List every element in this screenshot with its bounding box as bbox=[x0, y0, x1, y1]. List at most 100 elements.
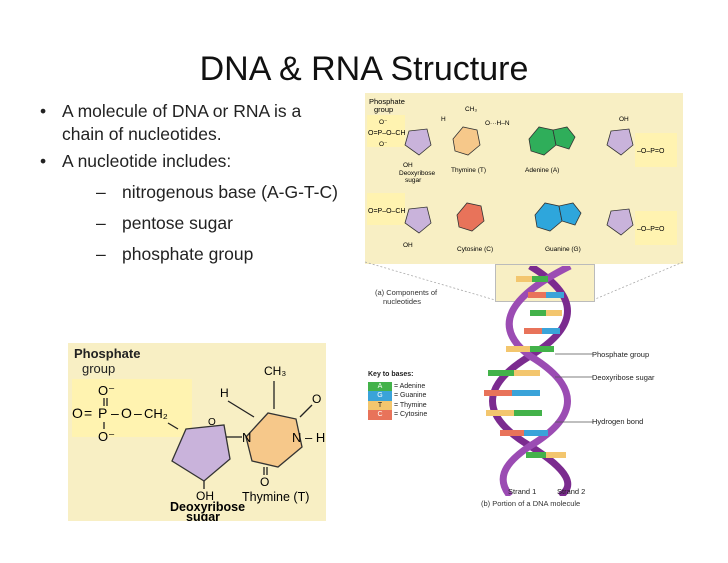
helix-caption: (b) Portion of a DNA molecule bbox=[481, 499, 581, 508]
phosphate-label-2: group bbox=[374, 105, 393, 114]
oh-label: OH bbox=[403, 162, 413, 169]
phosphate-p: P bbox=[98, 405, 107, 421]
key-label: = Adenine bbox=[393, 382, 426, 390]
base-pair bbox=[484, 390, 540, 396]
sugar-label-2: sugar bbox=[405, 177, 422, 184]
key-label: = Guanine bbox=[393, 392, 427, 399]
key-item: T = Thymine bbox=[368, 400, 427, 410]
guanine-label: Guanine (G) bbox=[545, 246, 581, 253]
key-label: = Cytosine bbox=[393, 411, 428, 418]
thymine-label: Thymine (T) bbox=[451, 167, 486, 174]
phosphate-highlight bbox=[72, 379, 192, 437]
phosphate-dash2: – bbox=[134, 405, 142, 421]
o-text: O···H–N bbox=[485, 120, 510, 127]
thymine-label: Thymine (T) bbox=[242, 490, 309, 504]
cytosine-label: Cytosine (C) bbox=[457, 246, 493, 253]
o-p-o-text: O=P–O–CH bbox=[368, 130, 406, 137]
h: H bbox=[441, 116, 446, 123]
guanine-ring-2 bbox=[558, 202, 582, 226]
label-strand-1: Strand 1 bbox=[508, 487, 537, 496]
base-pair bbox=[500, 430, 548, 436]
sugar-label-2: sugar bbox=[186, 510, 220, 521]
key-title: Key to bases: bbox=[368, 371, 414, 378]
phosphate-highlight-2 bbox=[635, 133, 677, 167]
bullet-item: A molecule of DNA or RNA is a chain of n… bbox=[38, 100, 358, 146]
thymine-n1: N bbox=[242, 430, 251, 445]
phosphate-o-left: O bbox=[72, 405, 83, 421]
sugar-ring bbox=[404, 128, 432, 156]
base-pair bbox=[486, 410, 542, 416]
phosphate-label: Phosphate bbox=[369, 97, 405, 106]
thymine-ring bbox=[452, 126, 481, 156]
key-item: G = Guanine bbox=[368, 391, 427, 401]
pentose-sugar-ring bbox=[171, 424, 231, 482]
phosphate-highlight bbox=[367, 115, 405, 147]
phosphate-dash: – bbox=[111, 405, 119, 421]
key-swatch: A bbox=[368, 381, 392, 391]
bullet-list: A molecule of DNA or RNA is a chain of n… bbox=[38, 100, 358, 270]
bullet-item: A nucleotide includes: nitrogenous base … bbox=[38, 150, 358, 266]
key-label: = Thymine bbox=[393, 401, 427, 409]
key-item: C = Cytosine bbox=[368, 410, 427, 420]
phosphate-group-label-2: group bbox=[82, 361, 115, 376]
ch2-label: CH₂ bbox=[144, 406, 168, 421]
base-pair bbox=[488, 370, 540, 376]
sugar-ring-2 bbox=[606, 128, 634, 156]
connector-line bbox=[364, 261, 496, 301]
key-swatch: C bbox=[368, 410, 392, 420]
helix-leader-lines bbox=[555, 353, 593, 423]
key-item: A = Adenine bbox=[368, 381, 427, 391]
phosphate-highlight-3 bbox=[367, 193, 405, 225]
adenine-ring-2 bbox=[552, 126, 576, 150]
sugar-o: O bbox=[208, 417, 216, 428]
base-pair bbox=[526, 452, 566, 458]
adenine-label: Adenine (A) bbox=[525, 167, 559, 174]
caption-line: nucleotides bbox=[383, 297, 421, 306]
ch2-o-p-text: –O–P=O bbox=[637, 148, 665, 155]
label-deoxyribose-sugar: Deoxyribose sugar bbox=[592, 373, 655, 382]
thymine-ring bbox=[245, 412, 303, 468]
panel-background bbox=[365, 93, 683, 264]
nucleotide-components-panel: Phosphate group O⁻ O=P–O–CH O⁻ OH Deoxyr… bbox=[365, 93, 683, 264]
label-hydrogen-bond: Hydrogen bond bbox=[592, 417, 644, 426]
ch2-o-p-text-2: –O–P=O bbox=[637, 226, 665, 233]
base-pair bbox=[528, 292, 564, 298]
thymine-h: H bbox=[220, 386, 229, 400]
thymine-ch3: CH₃ bbox=[264, 364, 286, 378]
base-key: Key to bases: A = Adenine G = Guanine T … bbox=[368, 370, 427, 420]
sugar-label: Deoxyribose bbox=[399, 170, 436, 177]
components-caption: (a) Components of nucleotides bbox=[375, 288, 437, 306]
sub-bullet-item: nitrogenous base (A-G-T-C) bbox=[62, 181, 358, 204]
key-swatch: G bbox=[368, 391, 392, 401]
sub-bullet-item: pentose sugar bbox=[62, 212, 358, 235]
bullet-text: A nucleotide includes: bbox=[62, 151, 232, 171]
phosphate-o-bottom: O⁻ bbox=[98, 429, 115, 444]
oh-label-2: OH bbox=[619, 116, 629, 123]
base-pair bbox=[530, 310, 562, 316]
label-strand-2: Strand 2 bbox=[557, 487, 586, 496]
ch3: CH₃ bbox=[465, 106, 477, 113]
o-p-o-text-2: O=P–O–CH bbox=[368, 208, 406, 215]
thymine-o-bottom: O bbox=[260, 475, 269, 489]
helix-strand-2 bbox=[499, 266, 572, 496]
sugar-ring-4 bbox=[606, 208, 634, 236]
o-minus: O⁻ bbox=[379, 119, 388, 126]
caption-line: (a) Components of bbox=[375, 288, 438, 297]
thymine-n3: N – H bbox=[292, 430, 325, 445]
phosphate-eq: = bbox=[84, 405, 92, 421]
cytosine-ring bbox=[456, 202, 485, 232]
dna-helix bbox=[484, 266, 572, 496]
phosphate-o-right: O bbox=[121, 405, 132, 421]
key-swatch: T bbox=[368, 400, 392, 410]
thymine-o-top: O bbox=[312, 392, 321, 406]
bullet-text-line1: A molecule of DNA or RNA is a bbox=[62, 101, 302, 121]
base-pair bbox=[524, 328, 560, 334]
base-pair bbox=[516, 276, 548, 282]
phosphate-group-label: Phosphate bbox=[74, 346, 140, 361]
zoom-connector bbox=[364, 261, 684, 301]
connector-line bbox=[592, 261, 684, 301]
slide-title: DNA & RNA Structure bbox=[199, 50, 529, 88]
phosphate-o-top: O⁻ bbox=[98, 383, 115, 398]
bond-line bbox=[227, 400, 255, 418]
